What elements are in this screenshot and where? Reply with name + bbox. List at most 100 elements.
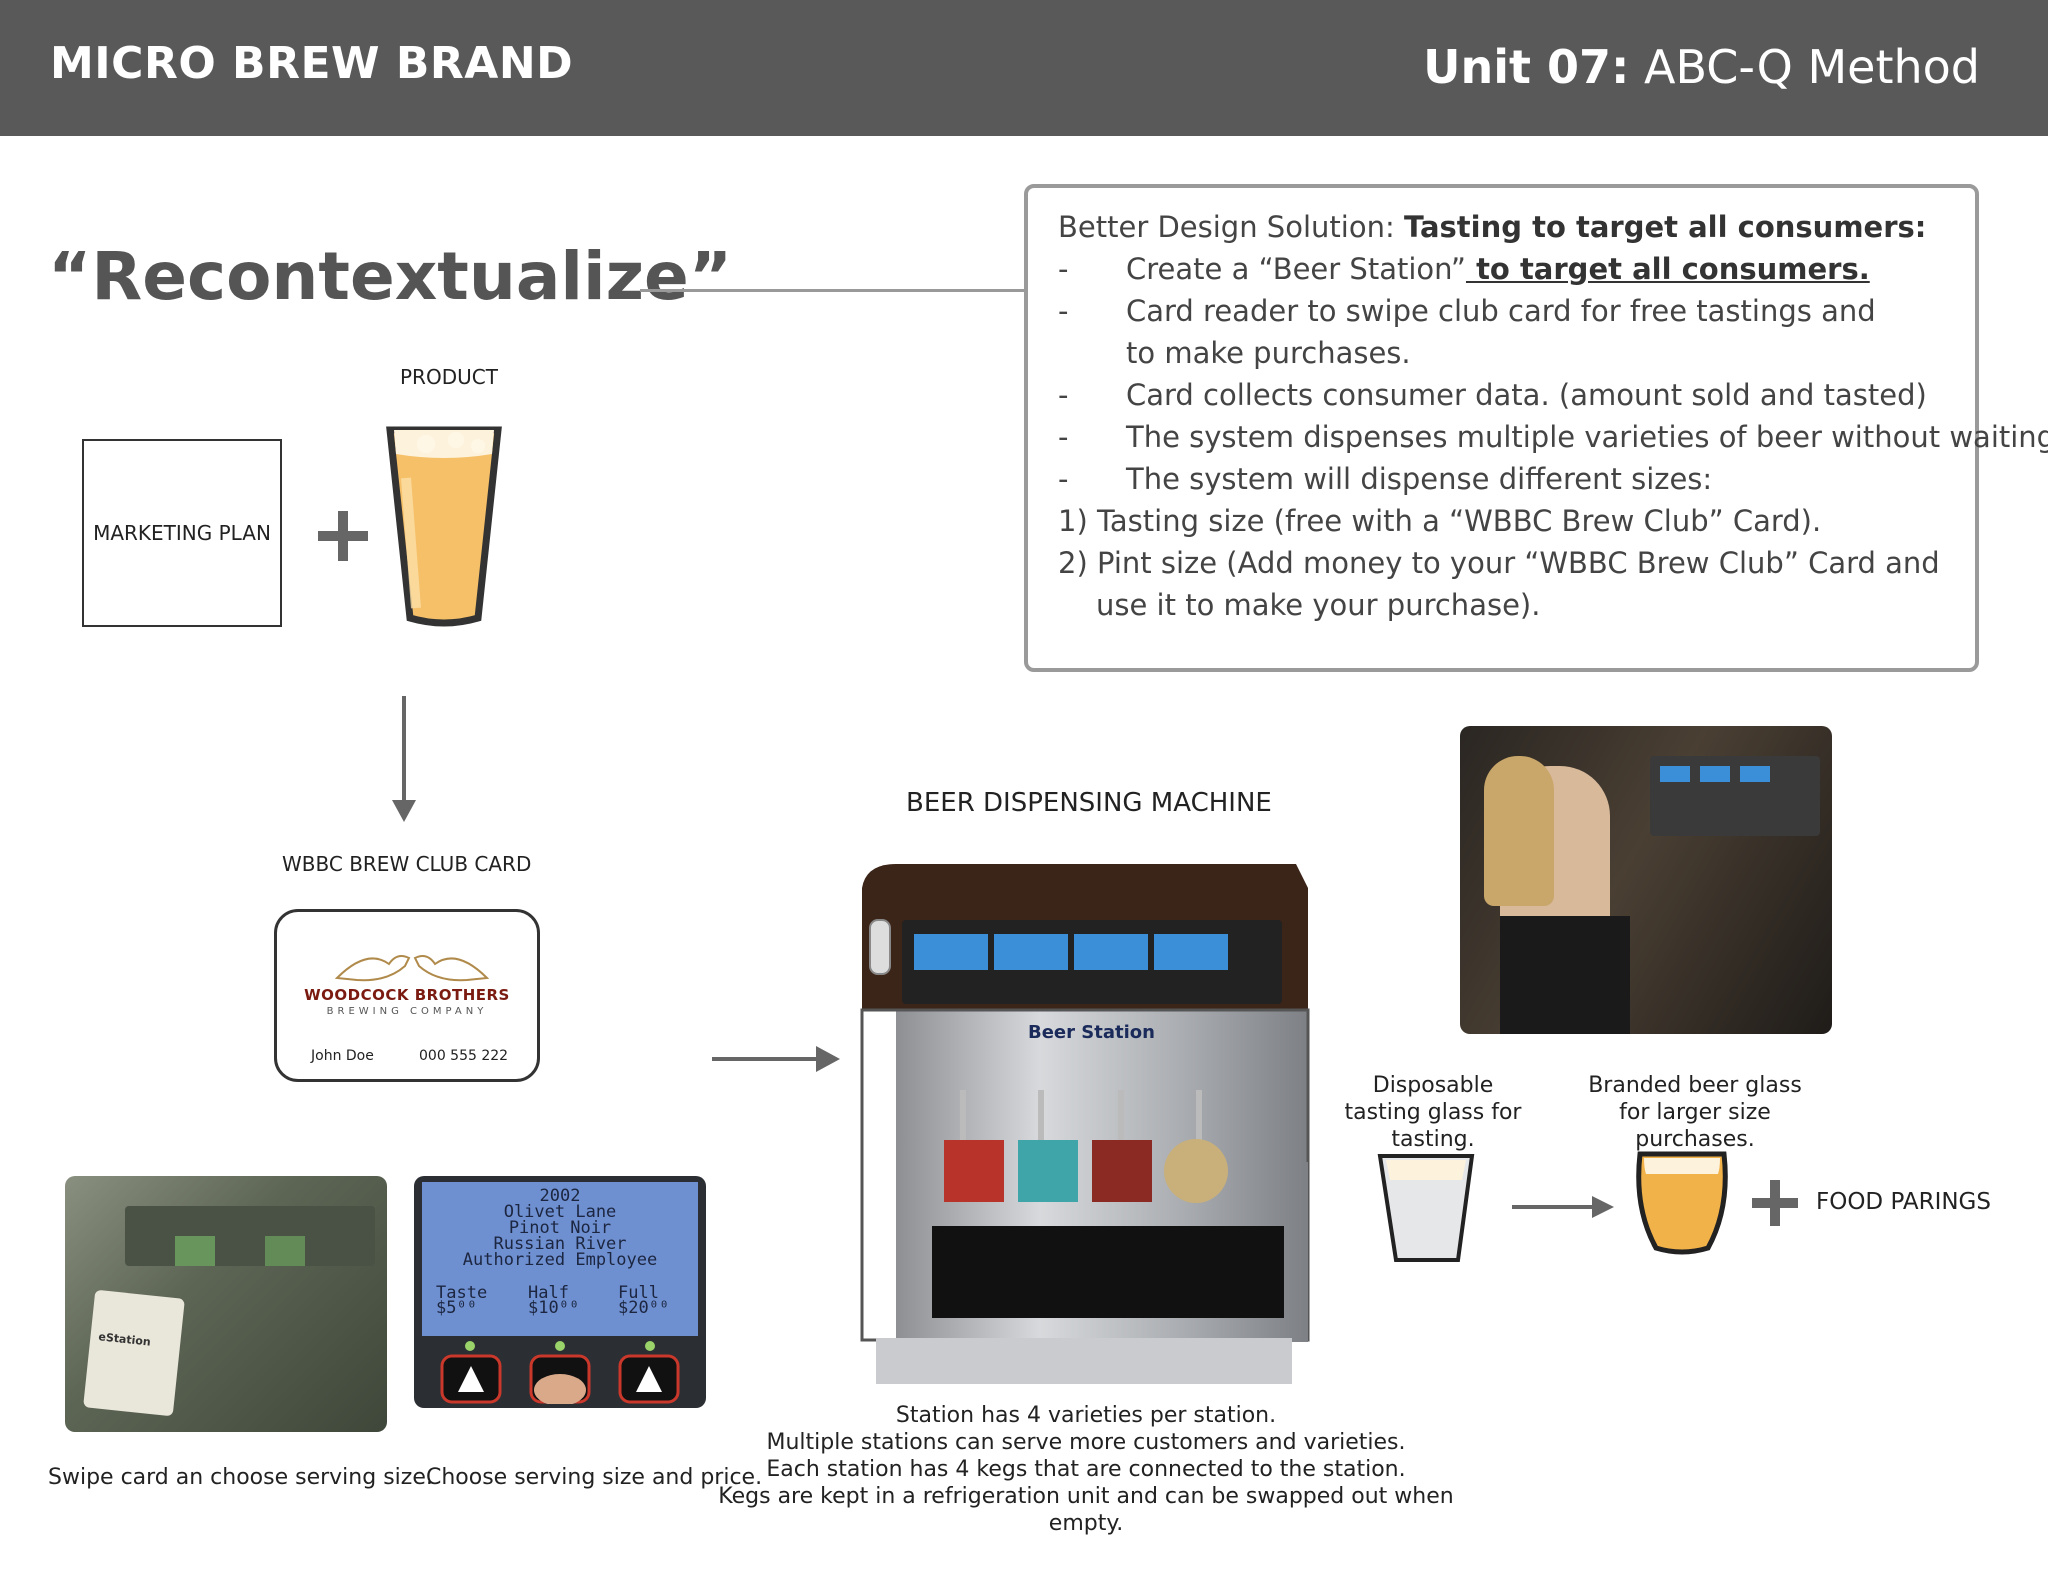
solution-bullet: - The system will dispense different size… (1058, 458, 1978, 500)
club-card: WOODCOCK BROTHERS BREWING COMPANY John D… (274, 909, 540, 1082)
plus-icon-vertical (338, 511, 348, 561)
bartender-vest (1500, 916, 1630, 1034)
choose-caption: Choose serving size and price. (426, 1465, 763, 1490)
lcd-option-label: Full (618, 1283, 659, 1303)
bullet-text: Card reader to swipe club card for free … (1126, 294, 1876, 328)
size-text: use it to make your purchase). (1096, 588, 1541, 622)
size-text: 1) Tasting size (free with a “WBBC Brew … (1058, 504, 1822, 538)
solution-bullet: - Card collects consumer data. (amount so… (1058, 374, 1978, 416)
lcd-line: Pinot Noir (508, 1218, 612, 1238)
recontextualize-heading: “Recontextualize” (48, 238, 733, 315)
club-card-label: WBBC BREW CLUB CARD (282, 852, 532, 876)
tasting-cup-icon (1377, 1154, 1475, 1262)
bullet-text: Create a “Beer Station” (1126, 252, 1466, 286)
machine-label: BEER DISPENSING MACHINE (906, 788, 1272, 818)
bullet-text: The system dispenses multiple varieties … (1126, 420, 2048, 454)
size-text: 2) Pint size (Add money to your “WBBC Br… (1058, 546, 1940, 580)
machine-caption-line: Multiple stations can serve more custome… (766, 1430, 1406, 1455)
branded-caption-line: Branded beer glass (1588, 1073, 1802, 1098)
card-in-slot-text: eStation (97, 1330, 152, 1349)
bartender-hair (1484, 756, 1554, 906)
reader-led (175, 1236, 215, 1266)
beer-glass-icon (386, 426, 502, 627)
lcd-option: Half$10⁰⁰ (528, 1283, 580, 1318)
solution-text: Better Design Solution: Tasting to targe… (1058, 206, 2048, 626)
lcd-line: Russian River (493, 1234, 627, 1254)
bullet-text: to make purchases. (1126, 336, 1411, 370)
lcd-option-price: $20⁰⁰ (618, 1298, 670, 1318)
marketing-plan-label: MARKETING PLAN (93, 521, 271, 545)
disposable-caption-line: Disposable (1372, 1073, 1494, 1098)
lcd-option-label: Half (528, 1283, 569, 1303)
bartender-photo (1460, 726, 1832, 1034)
marketing-plan-box: MARKETING PLAN (82, 439, 282, 627)
size-option: 2) Pint size (Add money to your “WBBC Br… (1058, 542, 1978, 584)
bullet-dash: - (1058, 420, 1069, 454)
card-number: 000 555 222 (419, 1048, 509, 1064)
solution-bullet: - The system dispenses multiple varieties… (1058, 416, 2048, 458)
card-brand-sub: BREWING COMPANY (326, 1006, 488, 1017)
solution-box (1024, 184, 1979, 672)
panel-screen (1740, 766, 1770, 782)
disposable-caption-line: tasting glass for tasting. (1344, 1100, 1522, 1152)
solution-bullet: -Card reader to swipe club card for free… (1058, 290, 1978, 332)
swipe-card-photo: eStation (65, 1176, 387, 1432)
header-bar (0, 0, 2048, 136)
branded-glass-icon (1636, 1151, 1728, 1255)
machine-caption-line: Station has 4 varieties per station. (895, 1403, 1277, 1428)
lcd-line: 2002 (539, 1186, 581, 1206)
bullet-text: Card collects consumer data. (amount sol… (1126, 378, 1927, 412)
panel-screen (1700, 766, 1730, 782)
lcd-line: Olivet Lane (503, 1202, 617, 1222)
reader-led (265, 1236, 305, 1266)
size-option: 1) Tasting size (free with a “WBBC Brew … (1058, 500, 1978, 542)
machine-caption-line: Each station has 4 kegs that are connect… (766, 1457, 1406, 1482)
size-option: use it to make your purchase). (1058, 584, 1978, 626)
lcd-line: Authorized Employee (462, 1250, 658, 1270)
lcd-option-price: $5⁰⁰ (436, 1298, 477, 1318)
unit-number: Unit 07: (1423, 40, 1630, 94)
card-in-reader: eStation (83, 1289, 185, 1417)
machine-caption-line: Kegs are kept in a refrigeration unit an… (718, 1484, 1454, 1536)
unit-method: ABC-Q Method (1629, 40, 1980, 94)
lcd-text: 2002 Olivet Lane Pinot Noir Russian Rive… (422, 1182, 698, 1270)
swipe-caption: Swipe card an choose serving size. (48, 1465, 433, 1490)
down-arrow-icon (392, 696, 416, 822)
card-holder-name: John Doe (311, 1048, 374, 1064)
unit-title: Unit 07: ABC-Q Method (1423, 40, 1980, 94)
bullet-bold: to target all consumers. (1465, 252, 1870, 286)
connector-line (640, 289, 1024, 292)
disposable-caption: Disposable tasting glass for tasting. (1318, 1072, 1548, 1153)
lcd-buttons (440, 1341, 680, 1404)
woodcock-birds-logo (334, 955, 490, 982)
lcd-option-label: Taste (436, 1283, 488, 1303)
solution-bullet: to make purchases. (1058, 332, 1978, 374)
branded-caption-line: for larger size purchases. (1619, 1100, 1771, 1152)
branded-caption: Branded beer glass for larger size purch… (1566, 1072, 1824, 1153)
bullet-text: The system will dispense different sizes… (1126, 462, 1713, 496)
machine-caption: Station has 4 varieties per station. Mul… (710, 1402, 1462, 1537)
brand-title: MICRO BREW BRAND (50, 38, 574, 89)
machine-brand: Beer Station (1028, 1022, 1155, 1043)
lcd-option-price: $10⁰⁰ (528, 1298, 580, 1318)
right-arrow-icon (712, 1046, 840, 1072)
panel-screen (1660, 766, 1690, 782)
card-brand: WOODCOCK BROTHERS (304, 986, 510, 1004)
solution-intro-label: Better Design Solution: (1058, 210, 1404, 244)
lcd-option: Full$20⁰⁰ (618, 1283, 670, 1318)
right-arrow-icon (1512, 1196, 1614, 1218)
food-pairings-label: FOOD PARINGS (1816, 1189, 1991, 1215)
solution-intro: Better Design Solution: Tasting to targe… (1058, 206, 1978, 248)
beer-station-machine (860, 864, 1310, 1384)
bullet-dash: - (1058, 378, 1069, 412)
bullet-dash: - (1058, 252, 1069, 286)
reader-panel (125, 1206, 375, 1266)
product-label: PRODUCT (400, 365, 498, 389)
solution-intro-bold: Tasting to target all consumers: (1403, 210, 1927, 244)
plus-icon-vertical (1770, 1180, 1780, 1226)
lcd-option: Taste$5⁰⁰ (436, 1283, 488, 1318)
bullet-dash: - (1058, 462, 1069, 496)
solution-bullet: - Create a “Beer Station” to target all c… (1058, 248, 1978, 290)
selection-screen-photo: 2002 Olivet Lane Pinot Noir Russian Rive… (414, 1176, 706, 1408)
lcd-screen: 2002 Olivet Lane Pinot Noir Russian Rive… (422, 1182, 698, 1336)
